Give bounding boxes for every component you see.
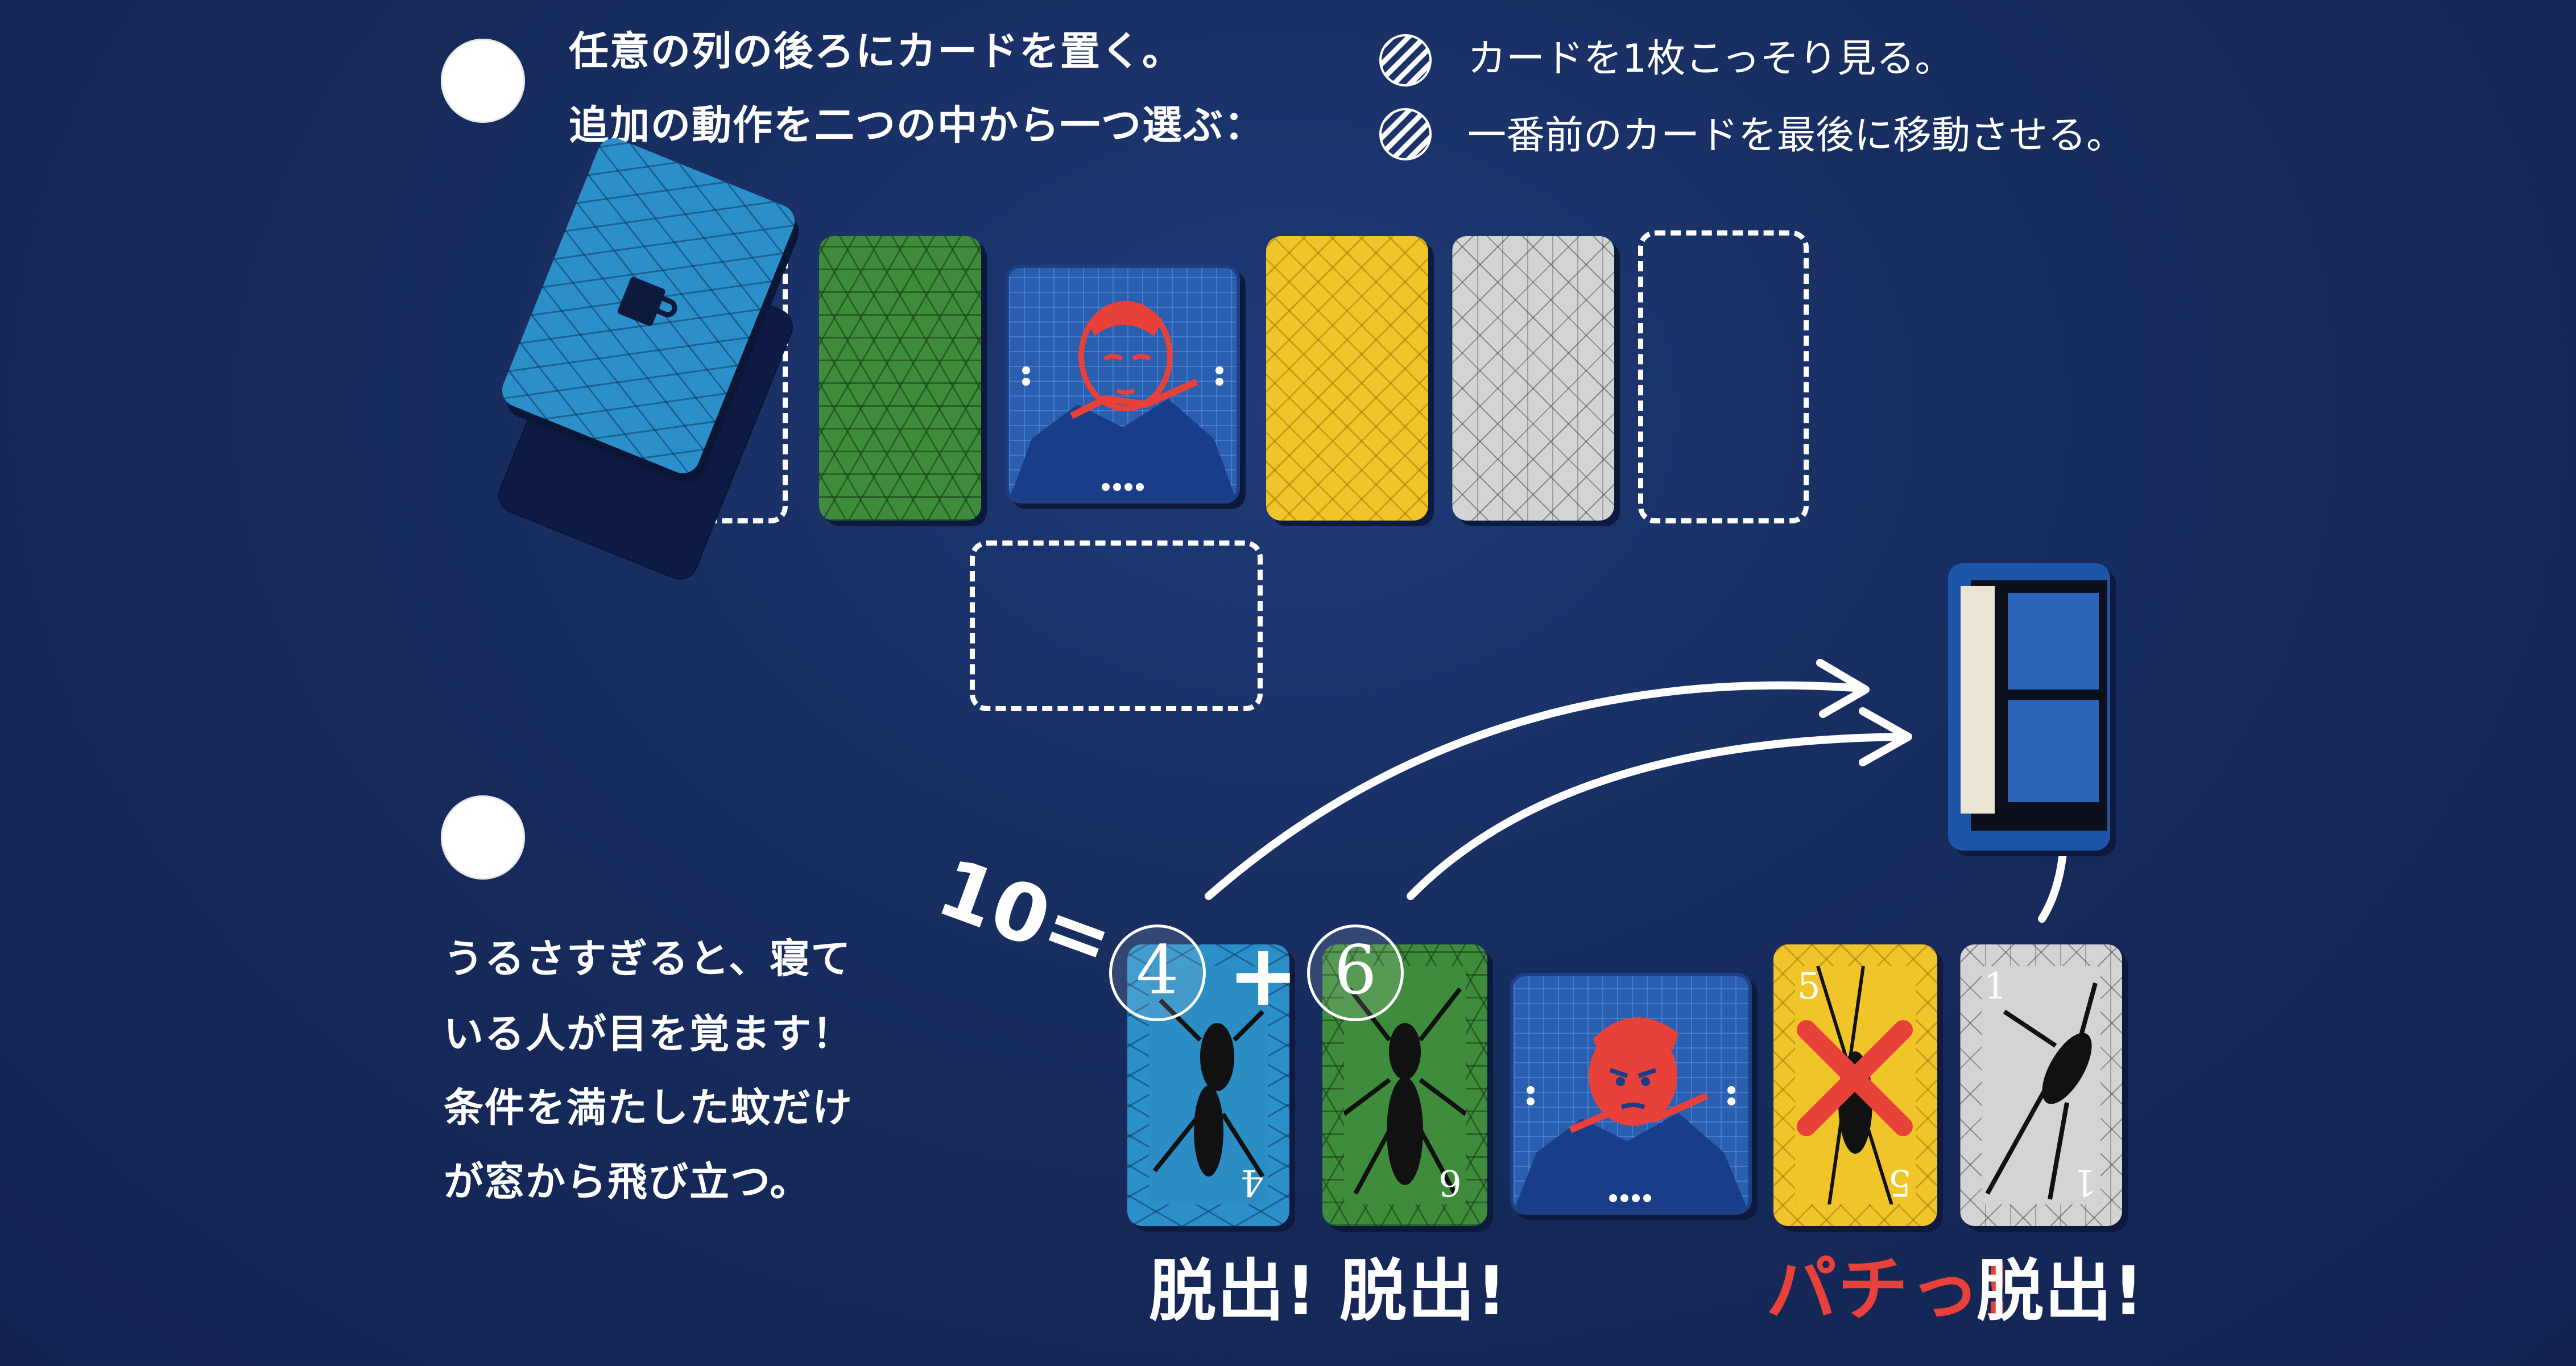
step-2-text-line-3: 条件を満たした蚊だけ <box>444 1084 853 1131</box>
row-card-green <box>819 236 981 521</box>
window-pane <box>2008 593 2099 690</box>
step-1-instruction-line-1: 任意の列の後ろにカードを置く。 <box>569 28 1183 75</box>
mosquito-card-gray: 1 1 <box>1960 944 2122 1226</box>
option-peek-card: カードを1枚こっそり見る。 <box>1467 36 1954 81</box>
result-escape-3: 脱出! <box>1977 1252 2145 1330</box>
sleeper-card <box>1510 973 1752 1215</box>
step-2-text-line-4: が窓から飛び立つ。 <box>444 1158 811 1205</box>
hatch-bullet-icon <box>1379 34 1432 86</box>
card-artwork <box>1982 966 2101 1204</box>
mug-icon <box>618 276 677 326</box>
step-2-text-line-1: うるさすぎると、寝て <box>444 935 852 982</box>
step-1-instruction-line-2: 追加の動作を二つの中から一つ選ぶ： <box>569 102 1265 148</box>
awake-person-illustration <box>1514 1017 1748 1211</box>
hatch-bullet-icon <box>1379 108 1432 160</box>
empty-card-slot <box>1638 230 1809 523</box>
mosquito-icon <box>1982 966 2101 1204</box>
option-move-front-card: 一番前のカードを最後に移動させる。 <box>1467 113 2126 158</box>
row-card-gray <box>1452 236 1614 521</box>
mosquito-card-green: 6 <box>1322 944 1487 1226</box>
plus-sign: + <box>1227 926 1299 1025</box>
number-badge: 6 <box>1307 925 1404 1021</box>
card-artwork <box>1344 966 1466 1204</box>
window-pane <box>2008 700 2099 802</box>
step-2-marker <box>441 795 525 880</box>
step-1-marker <box>441 39 525 123</box>
result-escape-1: 脱出! <box>1149 1252 1317 1330</box>
card-bottom-number: 6 <box>1438 1161 1462 1203</box>
card-bottom-number: 1 <box>2073 1161 2097 1203</box>
card-deck-top <box>497 133 800 478</box>
row-card-sleeper <box>1006 265 1240 504</box>
card-bottom-number: 5 <box>1888 1161 1912 1203</box>
result-swat: パチっ! <box>1766 1249 2015 1331</box>
step-2-text-line-2: いる人が目を覚ます！ <box>444 1010 853 1057</box>
row-card-yellow <box>1266 236 1428 521</box>
mosquito-icon <box>1795 966 1916 1204</box>
window-curtain <box>1961 586 1995 814</box>
mosquito-card-yellow: 5 5 <box>1773 944 1937 1226</box>
window-card <box>1948 563 2110 851</box>
card-top-number: 5 <box>1797 965 1821 1008</box>
result-escape-2: 脱出! <box>1339 1252 1508 1330</box>
card-top-number: 1 <box>1984 965 2007 1008</box>
card-bottom-number: 4 <box>1241 1161 1264 1203</box>
number-badge: 4 <box>1109 925 1206 1021</box>
sleeping-person-illustration <box>1009 301 1237 500</box>
empty-card-slot <box>970 540 1263 711</box>
cross-mark-icon <box>1797 1020 1913 1136</box>
